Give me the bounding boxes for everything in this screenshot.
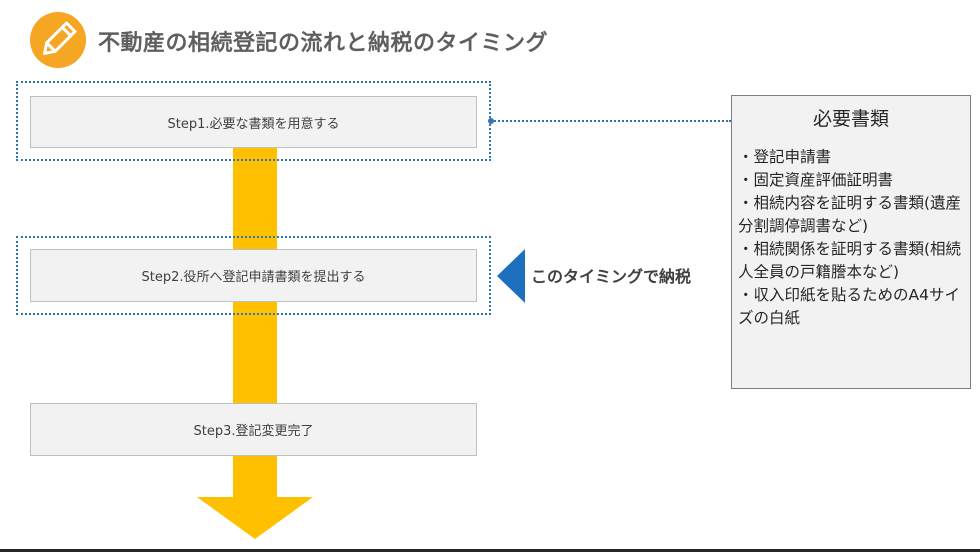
documents-title: 必要書類 <box>812 108 889 130</box>
step2-box: Step2.役所へ登記申請書類を提出する <box>30 249 477 302</box>
list-item: ・固定資産評価証明書 <box>738 171 894 189</box>
step2-highlight-frame <box>16 236 491 315</box>
required-documents-panel: 必要書類 ・登記申請書 ・固定資産評価証明書 ・相続内容を証明する書類(遺産分割… <box>731 95 971 389</box>
step1-box: Step1.必要な書類を用意する <box>30 96 477 148</box>
timing-label: このタイミングで納税 <box>531 267 692 286</box>
page-title: 不動産の相続登記の流れと納税のタイミング <box>98 31 549 56</box>
step3-box: Step3.登記変更完了 <box>30 403 477 456</box>
pencil-icon <box>30 12 86 68</box>
step3-label: Step3.登記変更完了 <box>193 424 314 439</box>
documents-list: ・登記申請書 ・固定資産評価証明書 ・相続内容を証明する書類(遺産分割調停調書な… <box>738 146 970 330</box>
list-item: ・登記申請書 <box>738 148 832 166</box>
step1-label: Step1.必要な書類を用意する <box>167 116 340 132</box>
step2-label: Step2.役所へ登記申請書類を提出する <box>141 270 366 285</box>
flow-arrow-head <box>197 497 313 539</box>
list-item: ・収入印紙を貼るためのA4サイズの白紙 <box>738 286 960 327</box>
bottom-divider <box>0 549 980 552</box>
list-item: ・相続内容を証明する書類(遺産分割調停調書など) <box>738 194 962 235</box>
timing-pointer-triangle <box>497 249 525 303</box>
documents-connector-line <box>491 120 731 122</box>
list-item: ・相続関係を証明する書類(相続人全員の戸籍謄本など) <box>738 240 962 281</box>
